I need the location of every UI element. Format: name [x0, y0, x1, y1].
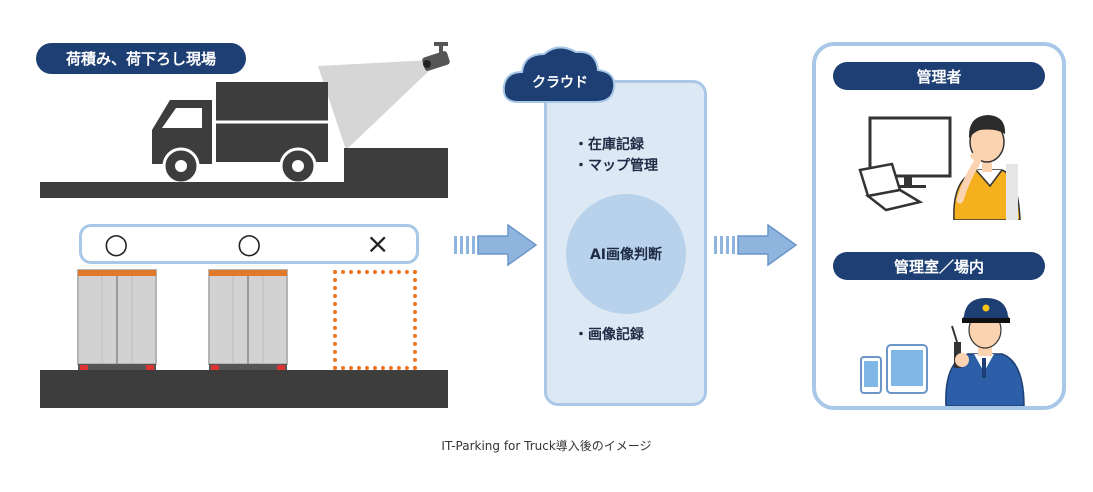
truck-icon [152, 82, 328, 185]
office-label: 管理室／場内 [833, 252, 1045, 280]
cloud-label: クラウド [532, 75, 588, 91]
tablet-icon [886, 344, 928, 394]
ai-label: AI画像判断 [589, 247, 663, 263]
road-upper [40, 182, 448, 198]
smartphone-icon [860, 356, 882, 394]
empty-parking-slot [333, 270, 417, 370]
figure-caption: IT-Parking for Truck導入後のイメージ [441, 439, 652, 453]
truck-rear-icon [77, 269, 157, 370]
status-mark-occupied: × [366, 227, 390, 260]
manager-label: 管理者 [833, 62, 1045, 90]
cloud-item-map: ・マップ管理 [574, 158, 658, 174]
parking-status-box: ○ ○ × [79, 224, 419, 264]
flow-arrow-right-icon [454, 223, 538, 267]
cloud-item-inventory: ・在庫記録 [574, 137, 644, 153]
cloud-icon [502, 46, 616, 103]
manager-at-computer-illustration [858, 115, 1021, 220]
cloud-item-image-log: ・画像記録 [574, 327, 644, 343]
camera-beam [318, 60, 432, 150]
site-label: 荷積み、荷下ろし現場 [36, 43, 246, 74]
truck-rear-icon [208, 269, 288, 370]
security-camera-icon [422, 42, 450, 71]
security-guard-illustration [945, 298, 1025, 406]
ai-judgement-circle: AI画像判断 [566, 194, 686, 314]
status-mark-available: ○ [104, 227, 129, 260]
recipient-panel [812, 42, 1066, 410]
status-mark-available: ○ [237, 227, 262, 260]
flow-arrow-right-icon [714, 223, 798, 267]
road-lower [40, 370, 448, 408]
